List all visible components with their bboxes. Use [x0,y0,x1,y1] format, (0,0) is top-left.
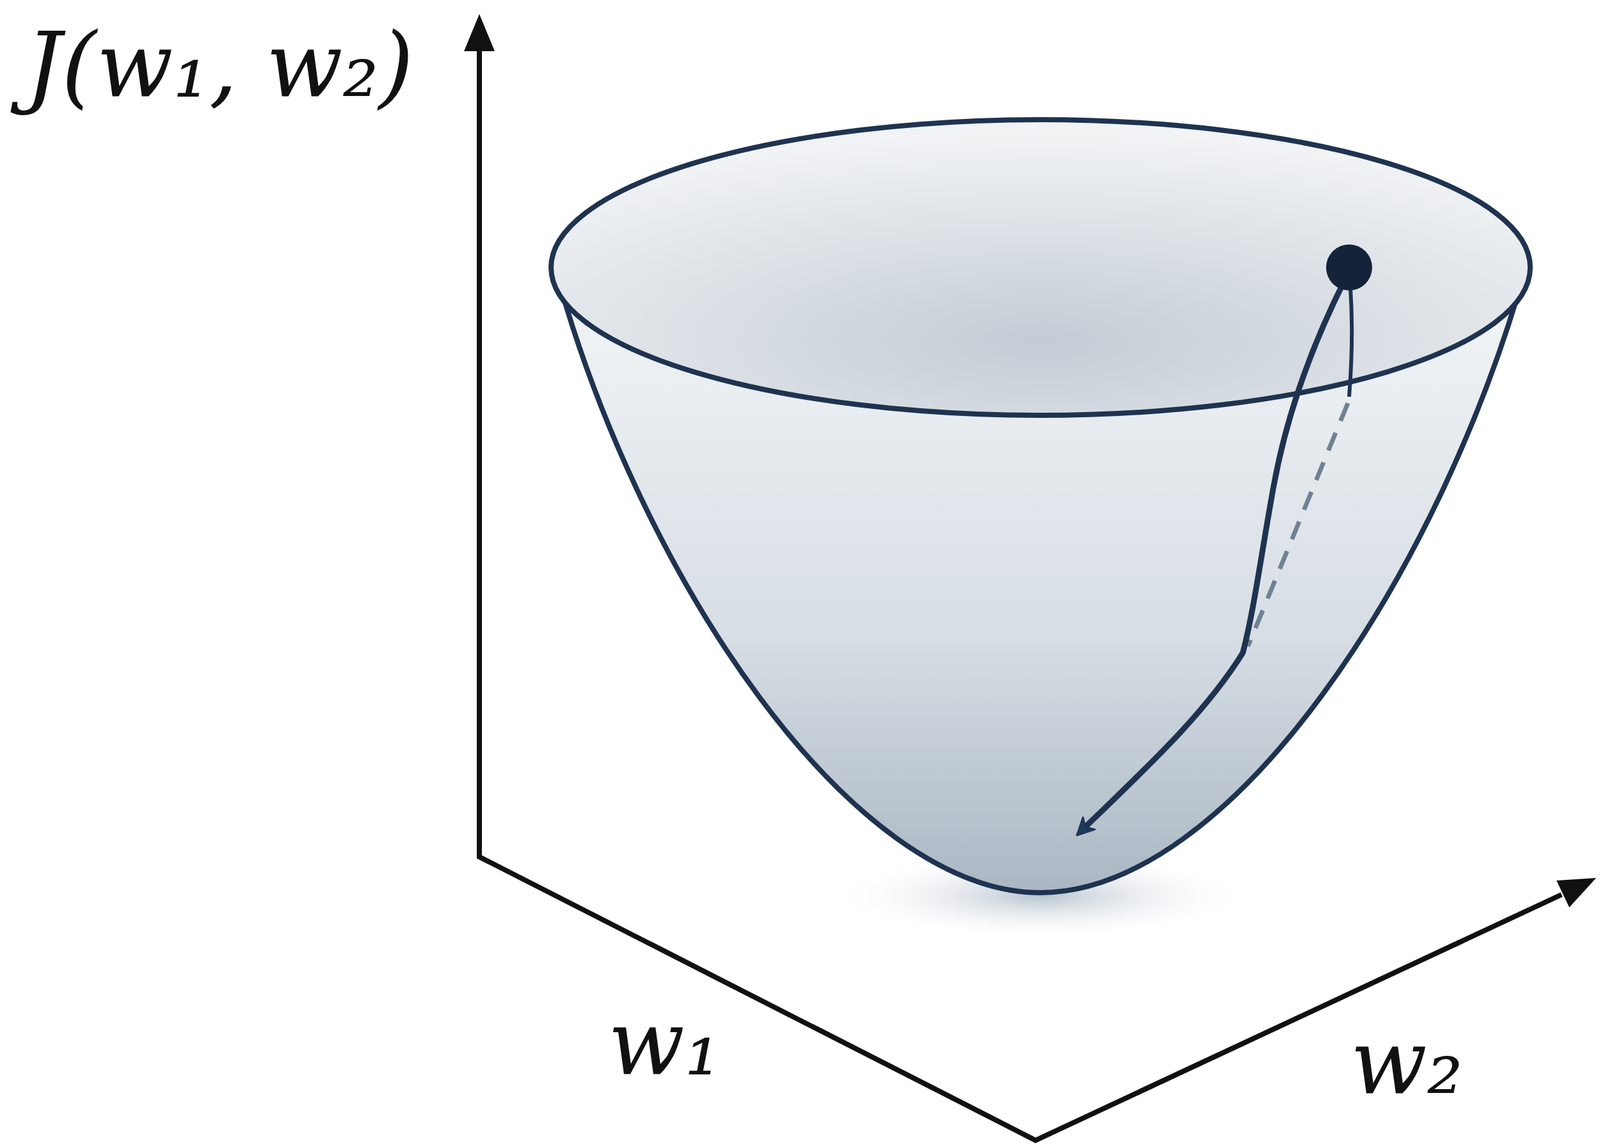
path-line [1349,288,1352,397]
dashed-path [1248,403,1348,647]
axis-label: J(w₁, w₂) [25,14,414,118]
start-point [1326,244,1373,291]
gradient-descent-path [1081,281,1344,831]
bowl-rim [551,119,1531,416]
axis-lines [479,44,1562,1141]
axis-arrowhead [1556,878,1597,908]
axis-arrowhead [464,14,495,52]
axis-label: w₁ [608,992,721,1096]
axis-label: w₂ [1350,1011,1464,1115]
